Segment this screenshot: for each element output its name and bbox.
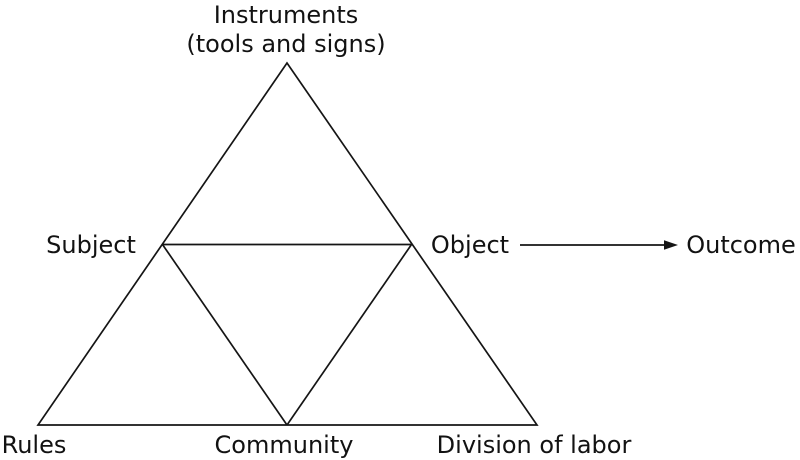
instruments-label-line2: (tools and signs) [186,30,386,58]
division-of-labor-label: Division of labor [436,431,632,460]
outcome-label: Outcome [686,231,796,260]
instruments-label: Instruments (tools and signs) [186,1,385,59]
rules-label: Rules [1,431,67,460]
subject-label: Subject [46,231,136,260]
subject-community-line [161,244,288,426]
object-outcome-arrowhead [664,240,678,250]
object-label: Object [430,231,510,260]
object-community-line [286,244,413,426]
community-label: Community [214,431,354,460]
instruments-label-line1: Instruments [213,1,359,29]
